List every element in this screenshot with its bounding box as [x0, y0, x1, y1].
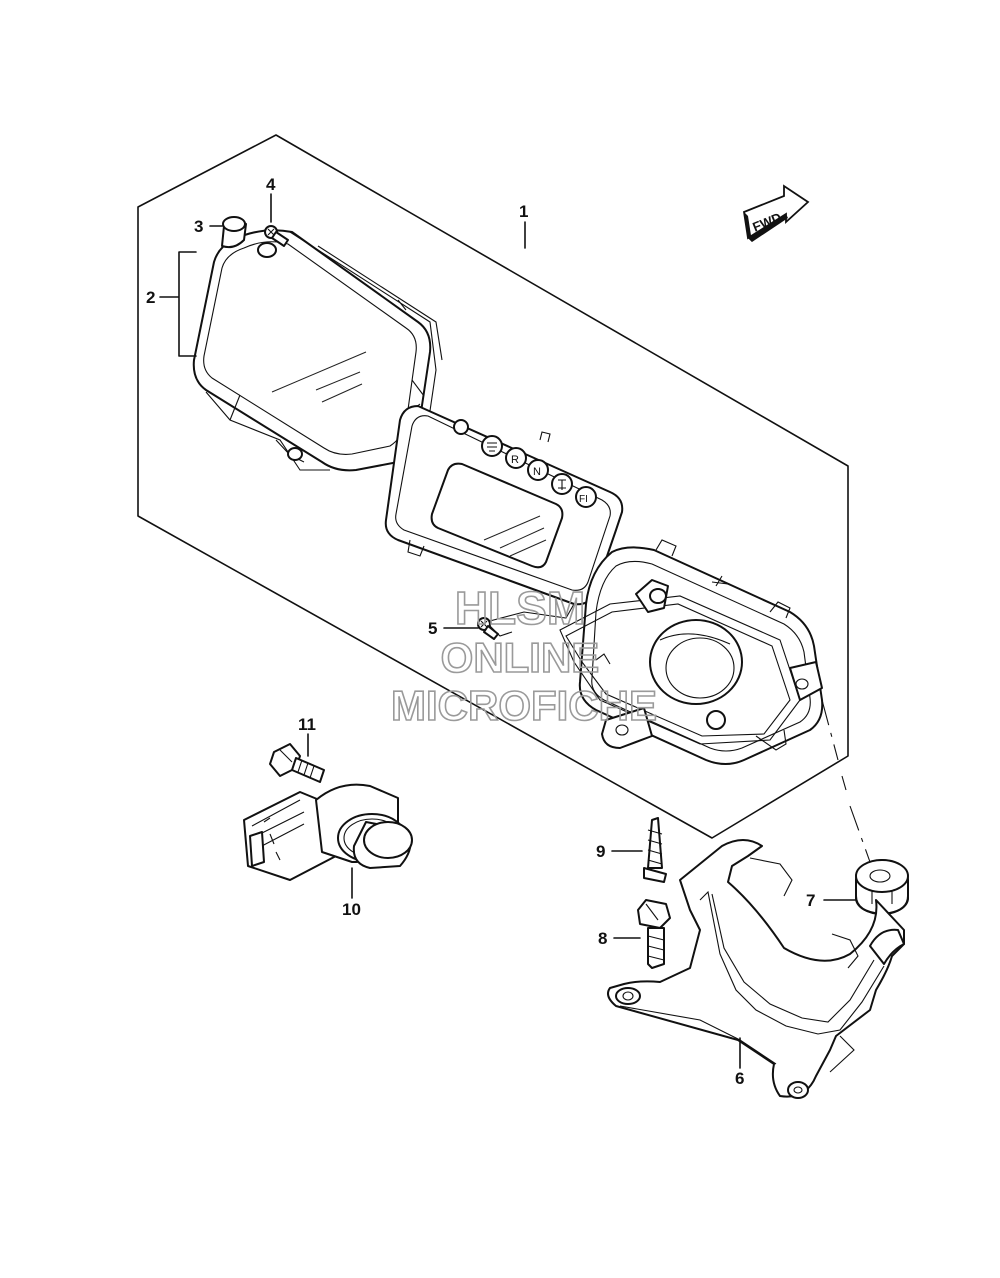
bolt-11-part — [269, 743, 325, 783]
assembly-leader — [821, 699, 871, 863]
watermark-line-2: ONLINE — [441, 634, 600, 681]
callout-7: 7 — [806, 891, 815, 910]
callout-2: 2 — [146, 288, 155, 307]
screw-5-part — [477, 617, 499, 640]
callout-11: 11 — [298, 715, 316, 734]
meter-display-module: R N FI — [384, 405, 624, 637]
callout-4: 4 — [266, 175, 276, 194]
indicator-r: R — [511, 454, 519, 466]
meter-front-cover — [192, 229, 443, 472]
watermark-line-3: MICROFICHE — [391, 682, 657, 729]
cap-part — [221, 216, 247, 249]
assembly-outline — [137, 134, 849, 839]
leader-lines — [159, 193, 857, 1069]
callout-8: 8 — [598, 929, 607, 948]
watermark-line-1: HLSM — [455, 582, 585, 634]
callout-9: 9 — [596, 842, 605, 861]
callout-1: 1 — [519, 202, 528, 221]
grommet-part — [855, 859, 909, 915]
callout-3: 3 — [194, 217, 203, 236]
indicator-fi: FI — [579, 494, 588, 505]
meter-rear-case — [559, 539, 824, 765]
bolt-8-part — [637, 899, 671, 969]
screw-9-part — [643, 817, 667, 883]
bracket-part — [607, 839, 905, 1099]
callout-5: 5 — [428, 619, 437, 638]
indicator-n: N — [533, 466, 541, 478]
speed-sensor-part — [243, 783, 413, 881]
screw-4-part — [264, 225, 289, 247]
callout-10: 10 — [342, 900, 361, 919]
callout-6: 6 — [735, 1069, 744, 1088]
fwd-arrow-icon: FWD — [743, 184, 810, 242]
